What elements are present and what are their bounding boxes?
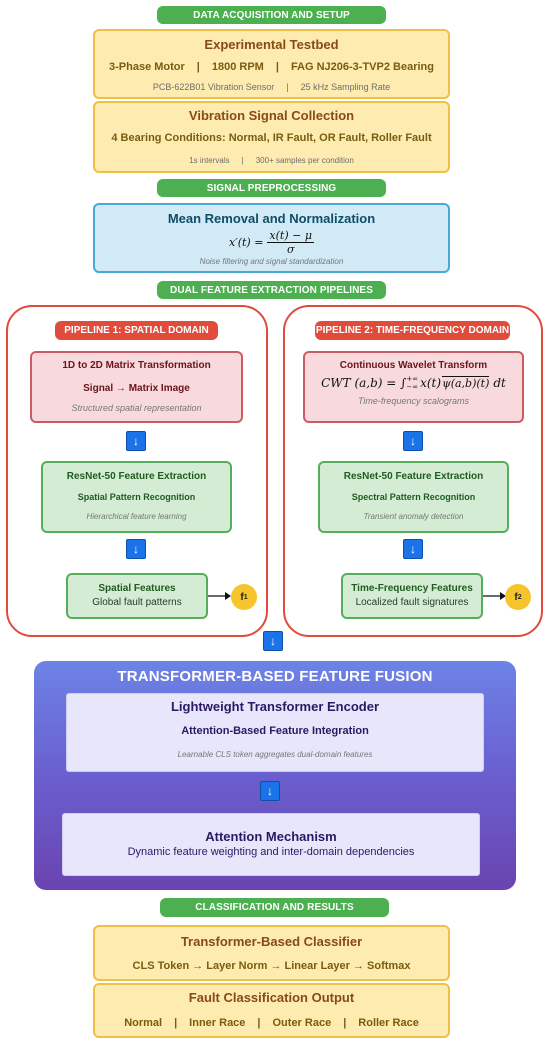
testbed-sampling-rate: 25 kHz Sampling Rate — [300, 82, 391, 92]
collection-title: Vibration Signal Collection — [188, 108, 355, 123]
testbed-spec-motor: 3-Phase Motor — [109, 61, 185, 73]
output-title: Fault Classification Output — [188, 990, 355, 1005]
normalization-box: Mean Removal and Normalization x′(t) = x… — [93, 203, 450, 273]
vibration-collection-box: Vibration Signal Collection 4 Bearing Co… — [93, 101, 450, 173]
resnet-spatial-subtitle: Spatial Pattern Recognition — [77, 492, 196, 502]
resnet-spectral-box: ResNet-50 Feature Extraction Spectral Pa… — [318, 461, 509, 533]
testbed-sensor: PCB-622B01 Vibration Sensor — [152, 82, 275, 92]
formula-numerator: x(t) − μ — [267, 229, 314, 243]
output-class-inner-race: Inner Race — [189, 1017, 246, 1029]
resnet-spectral-subtitle: Spectral Pattern Recognition — [351, 492, 476, 502]
normalization-title: Mean Removal and Normalization — [167, 211, 376, 226]
down-arrow-icon: ↓ — [260, 781, 280, 801]
classifier-pipeline: CLS Token → Layer Norm → Linear Layer → … — [132, 960, 411, 972]
collection-details: 1s intervals | 300+ samples per conditio… — [189, 156, 354, 165]
normalization-formula: x′(t) = x(t) − μ σ — [95, 229, 448, 256]
down-arrow-icon: ↓ — [263, 631, 283, 651]
resnet-spatial-note: Hierarchical feature learning — [86, 512, 187, 521]
down-arrow-icon: ↓ — [403, 539, 423, 559]
transformer-fusion-container: TRANSFORMER-BASED FEATURE FUSION Lightwe… — [34, 661, 516, 890]
spatial-features-title: Spatial Features — [98, 583, 176, 594]
output-class-roller-race: Roller Race — [358, 1017, 419, 1029]
formula-denominator: σ — [286, 243, 295, 256]
wavelet-transform-title: Continuous Wavelet Transform — [339, 360, 488, 371]
encoder-subtitle: Attention-Based Feature Integration — [181, 725, 369, 737]
collection-samples: 300+ samples per condition — [255, 156, 354, 165]
down-arrow-icon: ↓ — [126, 539, 146, 559]
fault-output-box: Fault Classification Output Normal | Inn… — [93, 983, 450, 1038]
down-arrow-icon: ↓ — [126, 431, 146, 451]
testbed-specs: 3-Phase Motor | 1800 RPM | FAG NJ206-3-T… — [109, 61, 434, 73]
wavelet-transform-formula: CWT (a,b) = ∫ +∞ −∞ x(t) ψ(a,b)(t) dt — [321, 375, 506, 391]
section-label-classification: CLASSIFICATION AND RESULTS — [160, 898, 389, 917]
time-frequency-features-box: Time-Frequency Features Localized fault … — [341, 573, 483, 619]
transformer-encoder-box: Lightweight Transformer Encoder Attentio… — [66, 693, 484, 772]
wavelet-transform-box: Continuous Wavelet Transform CWT (a,b) =… — [303, 351, 524, 423]
resnet-spectral-note: Transient anomaly detection — [363, 512, 464, 521]
output-class-outer-race: Outer Race — [272, 1017, 332, 1029]
collection-interval: 1s intervals — [189, 156, 230, 165]
time-frequency-features-title: Time-Frequency Features — [351, 583, 473, 594]
pipeline-1-label: PIPELINE 1: SPATIAL DOMAIN — [55, 321, 218, 340]
matrix-transform-title: 1D to 2D Matrix Transformation — [62, 360, 211, 371]
experimental-testbed-box: Experimental Testbed 3-Phase Motor | 180… — [93, 29, 450, 99]
section-label-acquisition: DATA ACQUISITION AND SETUP — [157, 6, 386, 24]
attention-subtitle: Dynamic feature weighting and inter-doma… — [127, 846, 415, 858]
matrix-transform-box: 1D to 2D Matrix Transformation Signal → … — [30, 351, 243, 423]
matrix-transform-note: Structured spatial representation — [71, 403, 202, 413]
collection-conditions: 4 Bearing Conditions: Normal, IR Fault, … — [111, 132, 432, 144]
spatial-features-subtitle: Global fault patterns — [92, 597, 182, 608]
matrix-transform-formula: Signal → Matrix Image — [83, 383, 190, 394]
resnet-spectral-title: ResNet-50 Feature Extraction — [343, 471, 484, 482]
testbed-title: Experimental Testbed — [204, 37, 339, 52]
output-classes: Normal | Inner Race | Outer Race | Rolle… — [124, 1017, 419, 1029]
testbed-spec-bearing: FAG NJ206-3-TVP2 Bearing — [290, 61, 434, 73]
classifier-title: Transformer-Based Classifier — [180, 934, 363, 949]
section-label-dual-extraction: DUAL FEATURE EXTRACTION PIPELINES — [157, 281, 386, 299]
output-class-normal: Normal — [124, 1017, 163, 1029]
pipeline-2-label: PIPELINE 2: TIME-FREQUENCY DOMAIN — [315, 321, 510, 340]
attention-title: Attention Mechanism — [205, 829, 337, 844]
testbed-spec-rpm: 1800 RPM — [211, 61, 264, 73]
fusion-title: TRANSFORMER-BASED FEATURE FUSION — [117, 668, 433, 685]
attention-mechanism-box: Attention Mechanism Dynamic feature weig… — [62, 813, 480, 876]
testbed-sensor-row: PCB-622B01 Vibration Sensor | 25 kHz Sam… — [152, 82, 391, 92]
resnet-spatial-box: ResNet-50 Feature Extraction Spatial Pat… — [41, 461, 232, 533]
down-arrow-icon: ↓ — [403, 431, 423, 451]
spectral-output-arrow — [483, 592, 506, 600]
section-label-preprocessing: SIGNAL PREPROCESSING — [157, 179, 386, 197]
encoder-note: Learnable CLS token aggregates dual-doma… — [177, 750, 373, 759]
transformer-classifier-box: Transformer-Based Classifier CLS Token →… — [93, 925, 450, 981]
spatial-output-arrow — [208, 592, 231, 600]
resnet-spatial-title: ResNet-50 Feature Extraction — [66, 471, 207, 482]
encoder-title: Lightweight Transformer Encoder — [170, 699, 380, 714]
time-frequency-features-subtitle: Localized fault signatures — [355, 597, 469, 608]
spatial-features-box: Spatial Features Global fault patterns — [66, 573, 208, 619]
formula-lhs: x′(t) = — [229, 236, 264, 249]
wavelet-transform-note: Time-frequency scalograms — [358, 396, 469, 406]
normalization-note: Noise filtering and signal standardizati… — [199, 257, 344, 266]
